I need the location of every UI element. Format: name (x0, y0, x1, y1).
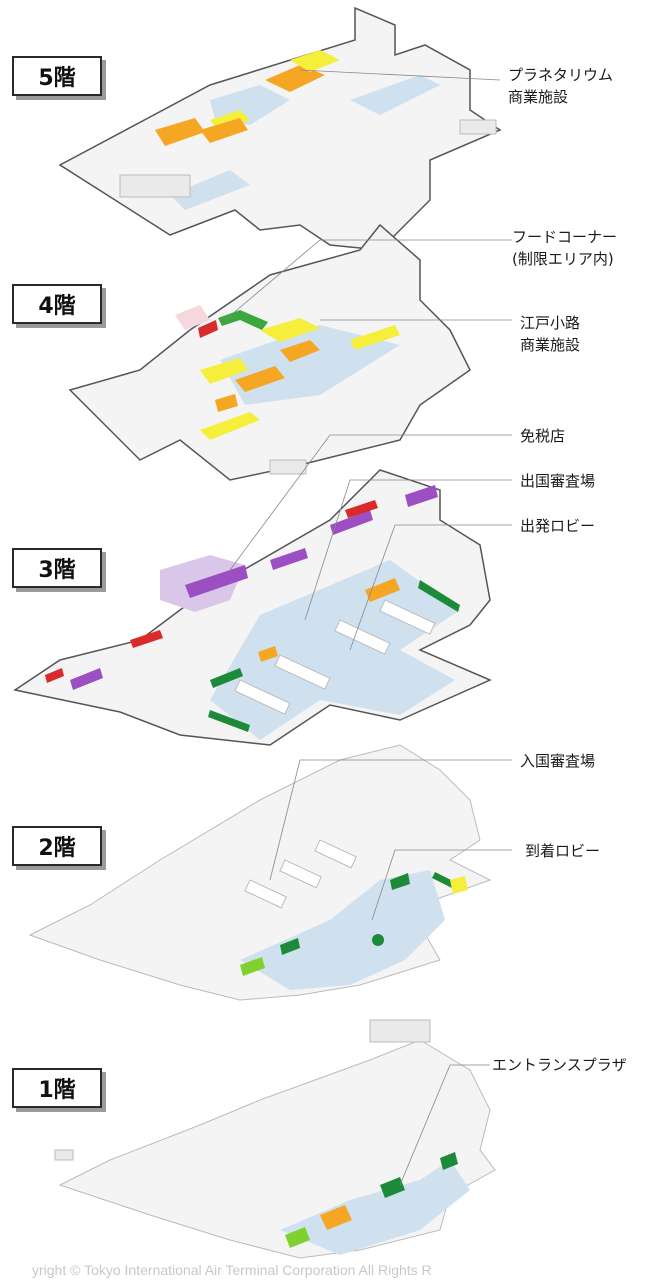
annotation-edo-koji: 江戸小路 商業施設 (520, 312, 580, 356)
floor-5-shop-yellow-1 (290, 50, 340, 72)
annotation-departure-immigration: 出国審査場 (520, 472, 596, 490)
floor-1-entrance-plaza (280, 1160, 470, 1255)
annotation-food-court: フードコーナー (制限エリア内) (512, 226, 617, 270)
floor-4-orange-2 (280, 340, 320, 362)
floor-label-4: 4階 (12, 284, 102, 324)
floor-label-3: 3階 (12, 548, 102, 588)
floor-2-yellow-1 (450, 876, 468, 894)
leader-lines (224, 69, 512, 1186)
annotation-commercial-5f: 商業施設 (508, 88, 569, 106)
annotation-departure-lobby: 出発ロビー (520, 517, 596, 535)
floor-4-yellow-4 (350, 325, 400, 350)
floor-3-duty-free-2 (270, 548, 308, 570)
floor-1-green-3 (440, 1152, 458, 1170)
floor-label-5: 5階 (12, 56, 102, 96)
floor-1-plan (54, 1019, 496, 1259)
floor-5-lobby-east (350, 75, 440, 115)
annotation-arrival-lobby: 到着ロビー (525, 842, 601, 860)
floor-3-green-2 (208, 710, 250, 732)
floor-4-plan (68, 223, 471, 481)
floor-1-block-1 (369, 1019, 431, 1043)
floor-3-green-1 (418, 580, 460, 612)
floor-5-block-2 (119, 174, 191, 198)
leader-arrival-immigration (269, 759, 512, 881)
floor-4-red-area (198, 320, 218, 338)
leader-departure-lobby (349, 524, 512, 651)
annotation-food-court-line1: フードコーナー (512, 228, 618, 246)
floor-4-orange-1 (235, 366, 285, 392)
floor-2-green-1 (240, 957, 265, 976)
annotation-duty-free: 免税店 (520, 427, 566, 445)
floor-4-pink-area (175, 305, 210, 330)
floor-3-red-3 (45, 668, 64, 683)
floor-5-shop-orange-2 (200, 118, 248, 143)
floor-3-red-2 (130, 630, 163, 648)
floor-1-block-2 (54, 1149, 74, 1161)
floor-4-orange-3 (215, 394, 238, 412)
leader-planetarium (299, 69, 501, 81)
leader-food-court (224, 239, 512, 321)
annotation-entrance-plaza: エントランスプラザ (492, 1056, 627, 1074)
annotation-planetarium: プラネタリウム 商業施設 (508, 64, 613, 108)
floor-1-slab (58, 1039, 496, 1259)
floor-2-arrival-lobby (240, 870, 445, 990)
floor-3-orange-2 (258, 646, 278, 662)
floor-2-green-4 (432, 872, 455, 888)
floor-3-duty-free-5 (70, 668, 103, 690)
floor-3-red-1 (345, 500, 378, 518)
floor-2-counter-1 (244, 879, 287, 909)
floor-2-green-3 (390, 873, 410, 890)
floor-label-2: 2階 (12, 826, 102, 866)
annotation-arrival-immigration: 入国審査場 (520, 752, 596, 770)
floor-2-green-pillar (372, 934, 384, 946)
floor-4-yellow-2 (200, 358, 248, 384)
floor-3-duty-free-1 (185, 565, 248, 598)
floor-3-duty-free-4 (405, 485, 438, 507)
annotation-edo-koji-line1: 江戸小路 (520, 314, 581, 332)
floor-1-orange (320, 1205, 352, 1230)
floor-2-counter-2 (279, 859, 322, 889)
leader-arrival-lobby (371, 849, 512, 921)
floor-2-plan (28, 744, 492, 1001)
leader-duty-free (229, 434, 512, 571)
floor-3-orange-1 (365, 578, 400, 602)
annotation-planetarium-line1: プラネタリウム (508, 66, 614, 84)
leader-entrance-plaza (399, 1064, 490, 1186)
floor-3-plan (13, 469, 492, 746)
annotation-restricted-area: (制限エリア内) (512, 250, 614, 268)
floor-3-counter-3 (334, 619, 391, 655)
floor-3-counter-1 (234, 679, 291, 715)
floor-5-plan (58, 6, 502, 251)
copyright-notice: yright © Tokyo International Air Termina… (32, 1262, 432, 1278)
floor-3-duty-free-3 (330, 510, 373, 535)
floor-5-slab (58, 6, 502, 251)
floor-5-shop-orange-1 (155, 118, 205, 146)
floor-2-green-2 (280, 938, 300, 955)
floor-1-green-1 (285, 1227, 310, 1248)
floor-3-counter-2 (274, 654, 331, 690)
floor-1-green-2 (380, 1177, 405, 1198)
annotation-commercial-4f: 商業施設 (520, 336, 581, 354)
floor-3-counter-4 (379, 599, 436, 635)
floor-5-lobby-south (170, 170, 250, 210)
floor-4-block-1 (269, 459, 307, 475)
floor-4-yellow-3 (200, 412, 260, 440)
floor-label-1: 1階 (12, 1068, 102, 1108)
floor-3-green-3 (210, 668, 243, 688)
floor-2-counter-3 (314, 839, 357, 869)
floor-4-yellow-1 (260, 318, 320, 342)
leader-departure-immigration (304, 479, 512, 621)
floor-5-block-1 (459, 119, 497, 135)
